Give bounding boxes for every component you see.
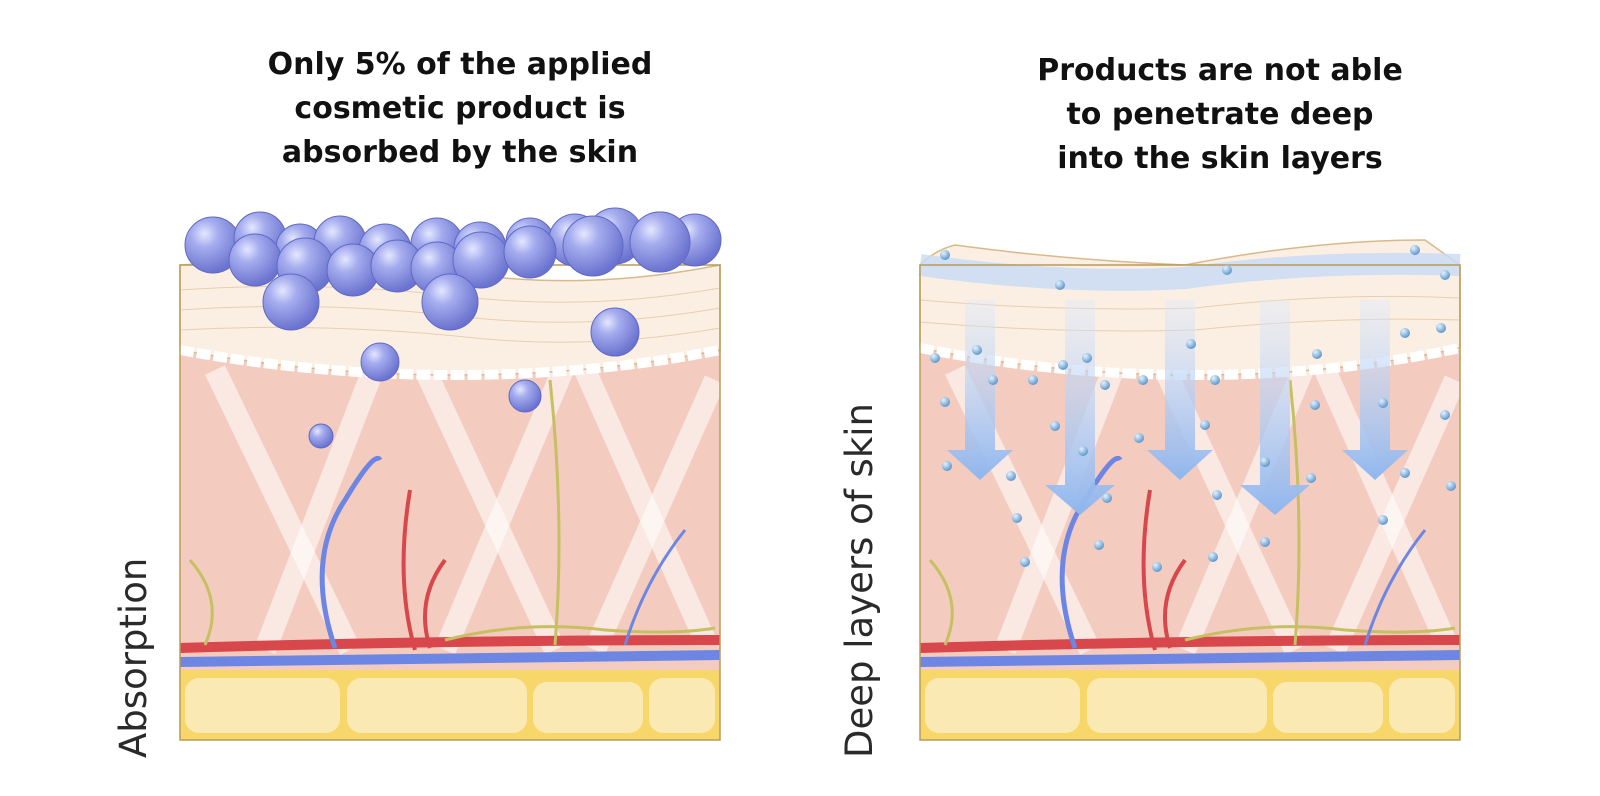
absorption-label: Absorption (112, 557, 155, 758)
down-arrow-icon (947, 300, 1013, 480)
fat-cells (925, 678, 1455, 733)
left-skin-cross-section (179, 207, 726, 741)
panel-border (919, 264, 1461, 741)
right-title-line: Products are not able (1037, 53, 1403, 88)
left-title-line: Only 5% of the applied (267, 47, 653, 82)
down-arrow-icon (1045, 300, 1115, 515)
left-panel-title: Only 5% of the applied cosmetic product … (220, 43, 700, 175)
basal-cell-row (179, 345, 721, 381)
fat-cells (185, 678, 715, 733)
down-arrow-icon (1342, 300, 1408, 480)
down-arrow-icon (1147, 300, 1213, 480)
collagen-fibers (205, 360, 726, 655)
product-droplets (930, 245, 1456, 572)
left-title-line: absorbed by the skin (281, 135, 639, 170)
right-skin-cross-section (918, 239, 1466, 741)
left-title-line: cosmetic product is (294, 91, 626, 126)
right-panel-title: Products are not able to penetrate deep … (990, 49, 1450, 181)
blood-vessels (919, 379, 1461, 667)
blood-vessels (179, 379, 721, 667)
right-title-line: to penetrate deep (1066, 97, 1374, 132)
deep-layers-label: Deep layers of skin (838, 403, 881, 758)
product-spheres (184, 207, 722, 449)
surface-product-film (918, 252, 1461, 291)
penetration-arrows (947, 300, 1408, 515)
down-arrow-icon (1240, 300, 1310, 515)
right-title-line: into the skin layers (1057, 141, 1383, 176)
